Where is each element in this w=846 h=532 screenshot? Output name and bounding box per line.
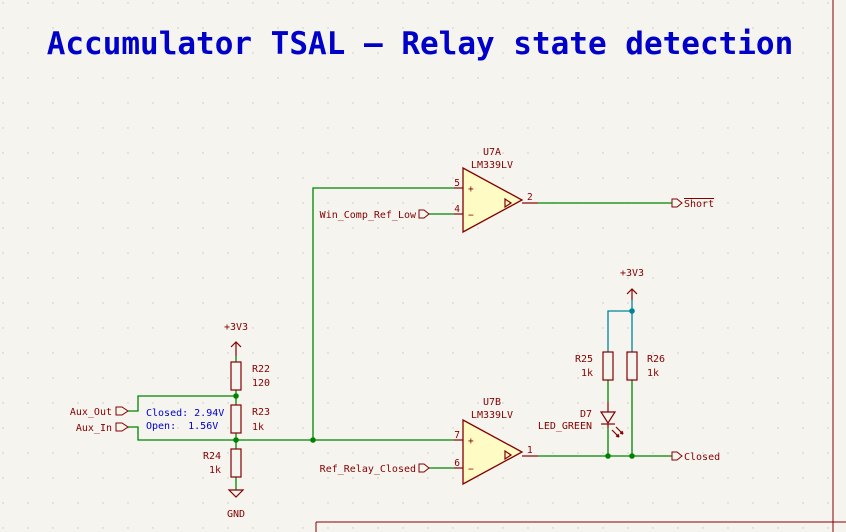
resistor-body bbox=[230, 361, 242, 391]
ref-designator: R22 bbox=[252, 364, 270, 375]
part-value: LED_GREEN bbox=[538, 421, 592, 432]
minus-sign: − bbox=[468, 210, 474, 221]
wire-aux-in bbox=[128, 426, 236, 441]
part-value: 1k bbox=[647, 368, 659, 379]
input-flag-icon bbox=[418, 209, 430, 219]
output-flag-icon bbox=[671, 198, 683, 208]
junctions bbox=[233, 308, 635, 459]
note-line-closed: Closed: 2.94V bbox=[146, 408, 224, 419]
resistor-body bbox=[602, 351, 614, 381]
open-collector-icon bbox=[504, 449, 513, 461]
resistor-r24[interactable]: R24 1k bbox=[203, 448, 242, 478]
resistor-r25[interactable]: R25 1k bbox=[575, 351, 614, 381]
ref-designator: U7A bbox=[483, 147, 501, 158]
ref-designator: D7 bbox=[580, 409, 592, 420]
pin-number: 6 bbox=[454, 458, 460, 469]
junction-dot bbox=[629, 453, 635, 459]
power-arrow-icon bbox=[230, 341, 242, 348]
ref-designator: R25 bbox=[575, 354, 593, 365]
ref-designator: R24 bbox=[203, 451, 221, 462]
junction-dot bbox=[629, 308, 635, 314]
light-arrows-icon bbox=[611, 426, 624, 438]
ground-icon bbox=[227, 489, 245, 498]
label-text: Aux_Out bbox=[70, 407, 112, 418]
note-line-open: Open: 1.56V bbox=[146, 421, 218, 432]
minus-sign: − bbox=[468, 464, 474, 475]
sheet-title: Accumulator TSAL — Relay state detection bbox=[47, 26, 794, 62]
input-flag-icon bbox=[115, 422, 129, 432]
power-3v3-right[interactable]: +3V3 bbox=[620, 268, 644, 300]
part-value: 1k bbox=[581, 368, 593, 379]
input-flag-icon bbox=[418, 463, 430, 473]
wire-aux-out bbox=[128, 395, 236, 412]
label-short[interactable]: Short bbox=[671, 198, 714, 210]
resistor-r23[interactable]: R23 1k bbox=[230, 404, 270, 434]
junction-dot bbox=[310, 437, 316, 443]
voltage-note: Closed: 2.94V Open: 1.56V bbox=[146, 408, 224, 432]
open-collector-icon bbox=[504, 197, 513, 209]
led-d7[interactable]: D7 LED_GREEN bbox=[538, 402, 624, 438]
junction-dot bbox=[233, 437, 239, 443]
label-ref-relay-closed[interactable]: Ref_Relay_Closed bbox=[320, 463, 430, 475]
comparator-u7a[interactable]: + − 5 4 2 U7A LM339LV bbox=[454, 147, 538, 234]
comparator-u7b[interactable]: + − 7 6 1 U7B LM339LV bbox=[454, 397, 538, 486]
label-aux-in[interactable]: Aux_In bbox=[76, 422, 129, 434]
label-text: Aux_In bbox=[76, 423, 112, 434]
wire-r25-top bbox=[607, 310, 632, 352]
output-flag-icon bbox=[671, 451, 683, 461]
label-text: Closed bbox=[684, 452, 720, 463]
part-value: LM339LV bbox=[471, 160, 513, 171]
power-3v3-left[interactable]: +3V3 bbox=[224, 322, 248, 356]
output-flag-icon bbox=[115, 406, 129, 416]
resistor-body bbox=[230, 404, 242, 434]
label-text: Short bbox=[684, 199, 714, 210]
part-value: 1k bbox=[209, 465, 221, 476]
part-value: LM339LV bbox=[471, 410, 513, 421]
label-aux-out[interactable]: Aux_Out bbox=[70, 406, 129, 418]
power-gnd[interactable]: GND bbox=[227, 489, 245, 520]
pin-number: 2 bbox=[527, 192, 533, 203]
plus-sign: + bbox=[468, 436, 474, 447]
comparator-body bbox=[462, 418, 524, 486]
power-label: +3V3 bbox=[620, 268, 644, 279]
power-label: +3V3 bbox=[224, 322, 248, 333]
part-value: 120 bbox=[252, 378, 270, 389]
sheet-frame bbox=[315, 0, 846, 532]
pin-number: 7 bbox=[454, 430, 460, 441]
ref-designator: U7B bbox=[483, 397, 501, 408]
label-text: Win_Comp_Ref_Low bbox=[320, 210, 417, 221]
label-closed[interactable]: Closed bbox=[671, 451, 720, 463]
resistor-body bbox=[230, 448, 242, 478]
pin-number: 5 bbox=[454, 178, 460, 189]
junction-dot bbox=[605, 453, 611, 459]
part-value: 1k bbox=[252, 422, 264, 433]
label-text: Ref_Relay_Closed bbox=[320, 464, 416, 475]
pin-number: 4 bbox=[454, 204, 460, 215]
resistor-r22[interactable]: R22 120 bbox=[230, 361, 270, 391]
comparator-body bbox=[462, 166, 524, 234]
label-win-comp-ref-low[interactable]: Win_Comp_Ref_Low bbox=[320, 209, 430, 221]
power-label: GND bbox=[227, 509, 245, 520]
junction-dot bbox=[233, 393, 239, 399]
power-arrow-icon bbox=[626, 288, 638, 295]
ref-designator: R23 bbox=[252, 407, 270, 418]
resistor-r26[interactable]: R26 1k bbox=[626, 351, 665, 381]
resistor-body bbox=[626, 351, 638, 381]
plus-sign: + bbox=[468, 184, 474, 195]
wire-divider-to-u7a-plus bbox=[312, 187, 454, 440]
pin-number: 1 bbox=[527, 445, 533, 456]
ref-designator: R26 bbox=[647, 354, 665, 365]
